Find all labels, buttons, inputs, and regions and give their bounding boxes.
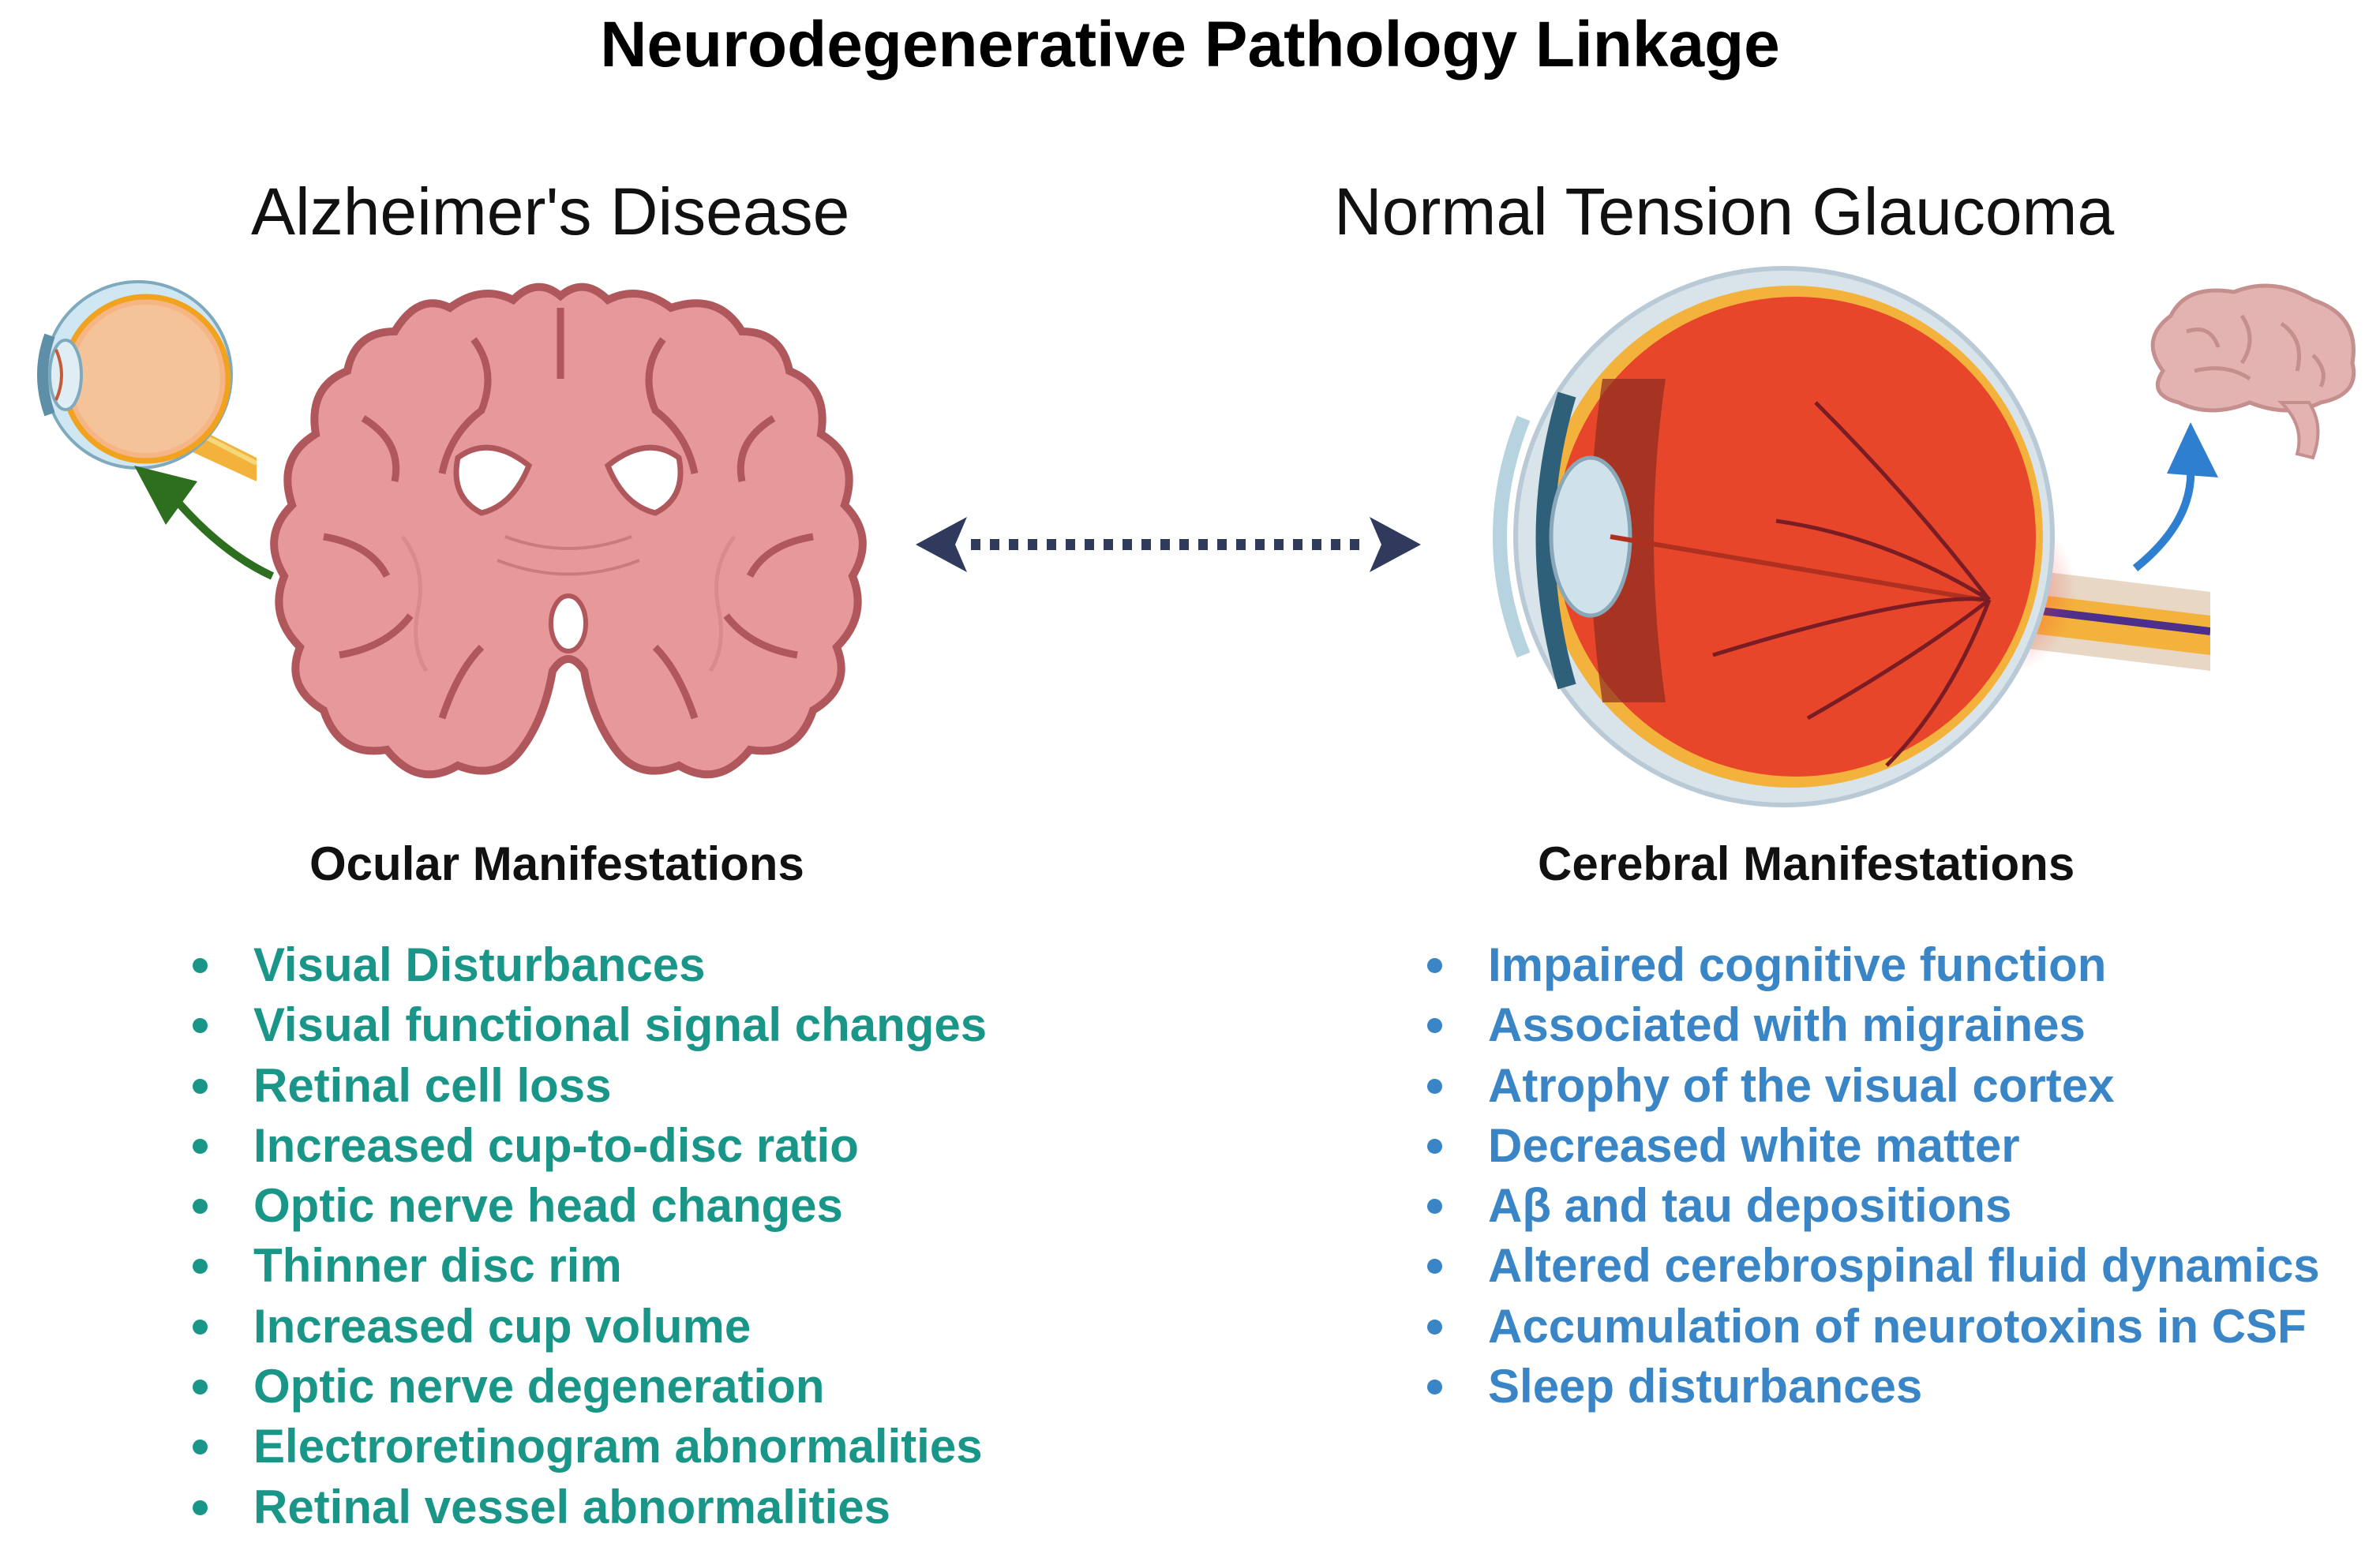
list-item: Sleep disturbances — [1427, 1357, 2320, 1417]
small-brain-icon — [2150, 283, 2356, 460]
list-item: Visual Disturbances — [193, 935, 987, 995]
bullet-icon — [1427, 958, 1442, 973]
diagram-title: Neurodegenerative Pathology Linkage — [600, 9, 1780, 80]
list-item: Increased cup-to-disc ratio — [193, 1116, 987, 1176]
bullet-icon — [193, 1138, 208, 1154]
blue-arrow-icon — [2132, 422, 2218, 571]
bullet-icon — [193, 1199, 208, 1215]
bullet-icon — [193, 958, 208, 973]
bullet-icon — [193, 1499, 208, 1515]
bullet-icon — [193, 1319, 208, 1335]
bullet-icon — [1427, 1259, 1442, 1275]
ocular-manifestations-heading: Ocular Manifestations — [309, 837, 804, 890]
eyeball-cross-section-icon — [1493, 266, 2210, 807]
ntg-title: Normal Tension Glaucoma — [1334, 174, 2115, 249]
list-item: Impaired cognitive function — [1427, 935, 2320, 995]
bullet-icon — [1427, 1018, 1442, 1034]
bullet-icon — [193, 1259, 208, 1275]
list-item: Thinner disc rim — [193, 1236, 987, 1296]
list-item: Aβ and tau depositions — [1427, 1176, 2320, 1236]
bullet-icon — [1427, 1319, 1442, 1335]
list-item: Increased cup volume — [193, 1297, 987, 1357]
small-eye-icon — [37, 280, 257, 481]
coronal-brain-section-icon — [270, 283, 867, 779]
list-item: Altered cerebrospinal fluid dynamics — [1427, 1236, 2320, 1296]
list-item: Optic nerve degeneration — [193, 1357, 987, 1417]
cerebral-manifestations-heading: Cerebral Manifestations — [1538, 837, 2075, 890]
bullet-icon — [1427, 1138, 1442, 1154]
cerebral-manifestations-list: Impaired cognitive function Associated w… — [1427, 935, 2320, 1417]
green-arrow-icon — [134, 466, 275, 580]
list-item: Atrophy of the visual cortex — [1427, 1056, 2320, 1116]
bullet-icon — [193, 1078, 208, 1094]
list-item: Associated with migraines — [1427, 995, 2320, 1055]
bidirectional-link-arrow — [916, 517, 1421, 572]
list-item: Electroretinogram abnormalities — [193, 1417, 987, 1477]
list-item: Visual functional signal changes — [193, 995, 987, 1055]
list-item: Retinal vessel abnormalities — [193, 1477, 987, 1537]
ocular-manifestations-list: Visual Disturbances Visual functional si… — [193, 935, 987, 1537]
alzheimers-title: Alzheimer's Disease — [251, 174, 850, 249]
list-item: Decreased white matter — [1427, 1116, 2320, 1176]
bullet-icon — [193, 1380, 208, 1395]
list-item: Accumulation of neurotoxins in CSF — [1427, 1297, 2320, 1357]
list-item: Retinal cell loss — [193, 1056, 987, 1116]
bullet-icon — [1427, 1078, 1442, 1094]
bullet-icon — [1427, 1199, 1442, 1215]
bullet-icon — [193, 1018, 208, 1034]
bullet-icon — [1427, 1380, 1442, 1395]
list-item: Optic nerve head changes — [193, 1176, 987, 1236]
bullet-icon — [193, 1440, 208, 1455]
